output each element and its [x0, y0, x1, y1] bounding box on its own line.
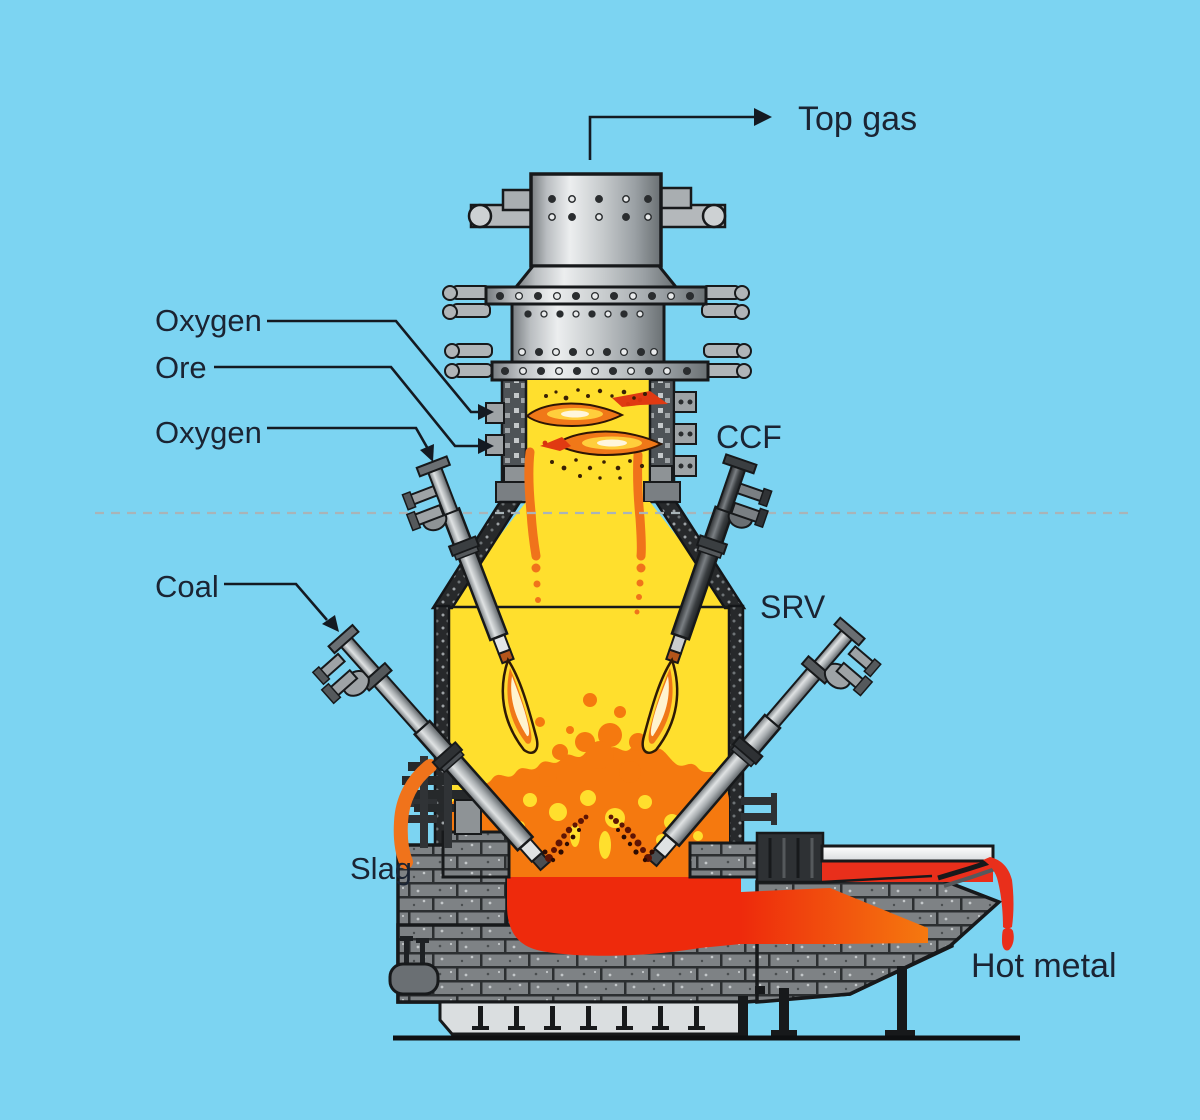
label-top-gas: Top gas — [798, 100, 917, 138]
ccf-side-stubs — [673, 391, 697, 477]
base-structure — [393, 966, 1020, 1041]
drain-pipe — [388, 962, 440, 996]
leader-lines — [214, 115, 754, 621]
melt-spray-left — [542, 814, 589, 863]
lance-flame-right — [641, 657, 679, 754]
flange-bolts — [495, 291, 695, 301]
bolt-holes — [548, 195, 652, 221]
ccf-upper-drum — [442, 264, 752, 382]
top-gas-arrowhead — [754, 108, 772, 126]
coal-leader — [224, 582, 328, 621]
melt-spray-right — [608, 814, 655, 863]
lance-flame-left — [501, 657, 539, 754]
coal-lance-left — [311, 623, 551, 872]
iron-pool-red — [507, 877, 741, 956]
slag-stream — [393, 759, 437, 869]
base-ribs — [472, 1006, 705, 1030]
ccf-flames — [525, 391, 668, 457]
tap-channel — [741, 888, 928, 944]
hot-metal-stream — [983, 857, 1014, 951]
label-ore: Ore — [155, 350, 207, 385]
label-srv: SRV — [760, 589, 826, 625]
ore-leader — [214, 365, 482, 448]
forehearth — [741, 831, 1003, 1004]
oxygen-lance-right — [665, 453, 773, 665]
ore-particles — [542, 388, 647, 480]
hearth-fittings — [388, 936, 440, 996]
labels: Top gas Oxygen Ore Oxygen CCF Coal SRV S… — [155, 100, 1117, 985]
oxygen-mid-arrowhead — [420, 444, 434, 462]
label-hot-metal: Hot metal — [971, 947, 1117, 985]
label-oxygen-mid: Oxygen — [155, 415, 262, 450]
trough-rim — [820, 844, 995, 863]
drum-bolts — [517, 310, 659, 357]
support-leg — [897, 966, 907, 1034]
label-oxygen-upper: Oxygen — [155, 303, 262, 338]
support-leg — [779, 988, 789, 1034]
oxygen-mid-leader — [267, 426, 430, 450]
label-slag: Slag — [350, 851, 412, 886]
srv-wall-right — [727, 604, 745, 849]
top-gas-cylinder — [467, 172, 727, 268]
coal-lance-right — [646, 616, 882, 868]
oxygen-upper-leader — [267, 319, 482, 414]
hearth-ledges — [441, 830, 759, 879]
ore-arrowhead — [478, 438, 494, 454]
label-ccf: CCF — [716, 419, 782, 455]
oxygen-upper-arrowhead — [478, 404, 494, 420]
coal-arrowhead — [322, 615, 339, 632]
leader-arrowheads — [322, 108, 772, 632]
weir-block — [755, 831, 825, 884]
top-gas-leader — [588, 115, 754, 160]
oxygen-lance-left — [401, 455, 515, 665]
label-coal: Coal — [155, 569, 219, 604]
